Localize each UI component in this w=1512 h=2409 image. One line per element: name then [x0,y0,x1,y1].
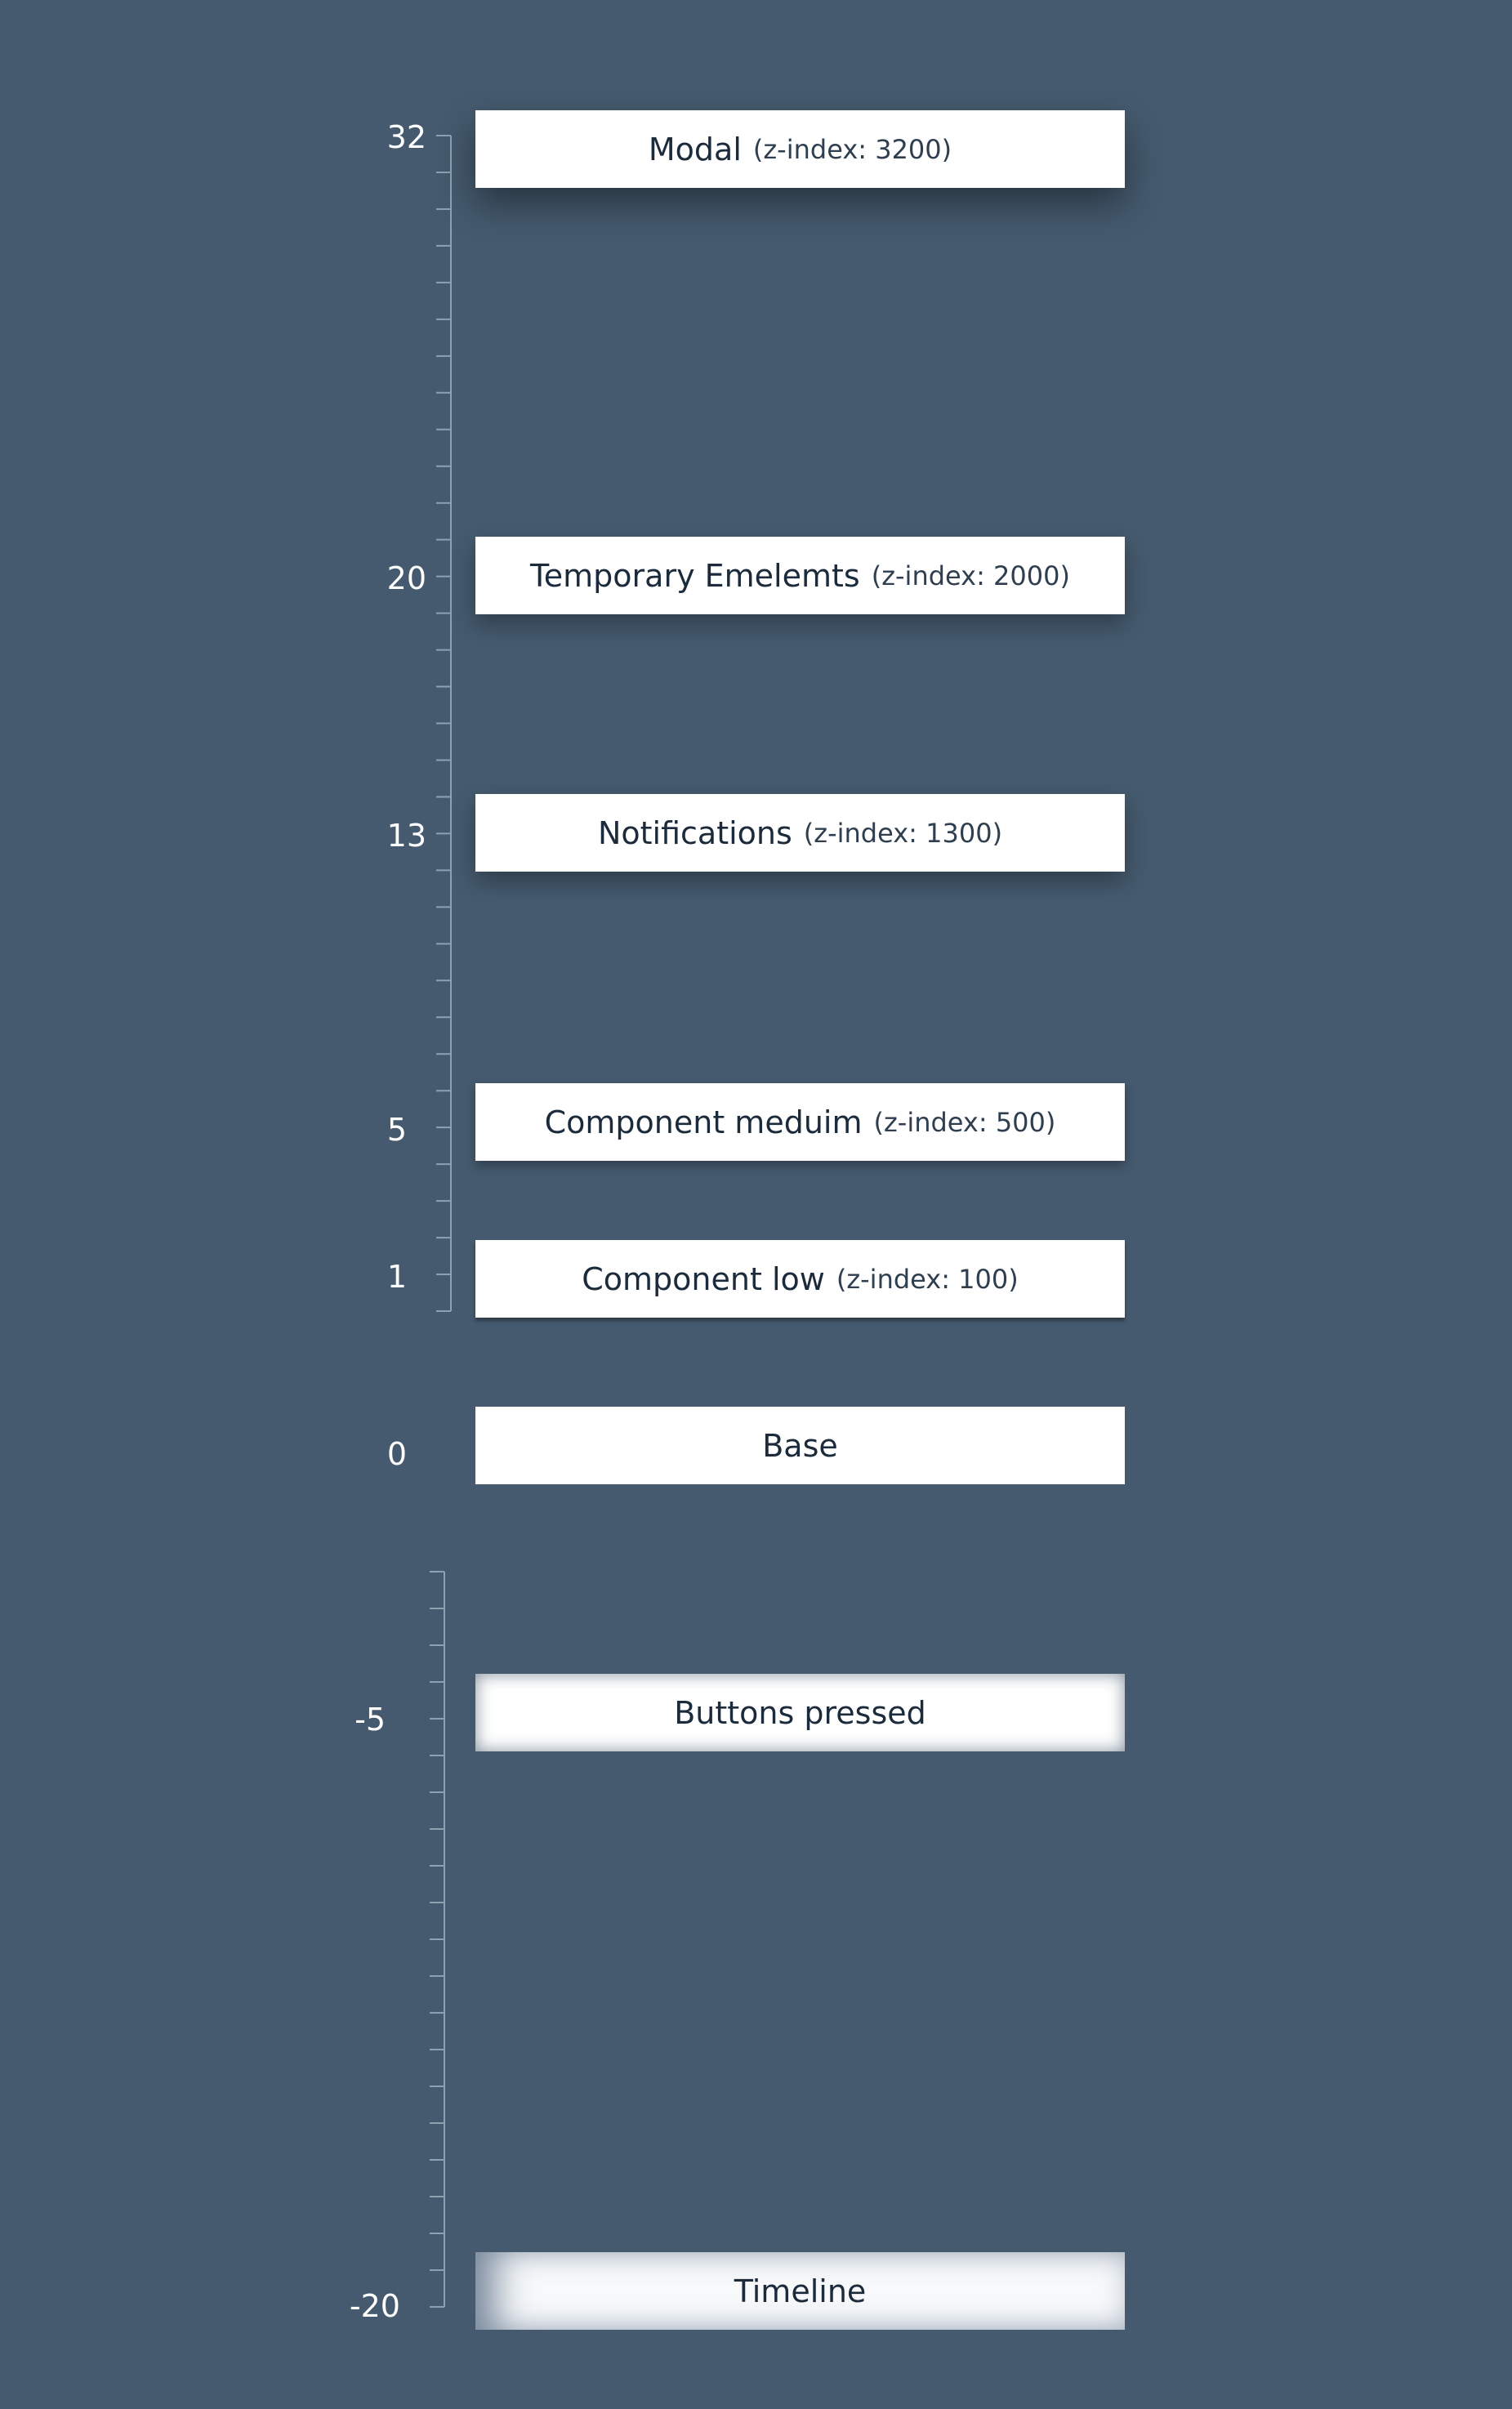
layer-title: Base [762,1427,838,1464]
scale-label-1: 1 [387,1259,407,1295]
scale-label-13: 13 [387,818,426,854]
layer-card-modal: Modal (z-index: 3200) [475,110,1125,188]
scale-label-0: 0 [387,1436,407,1472]
layer-card-component-medium: Component meduim (z-index: 500) [475,1083,1125,1161]
layer-z-index: (z-index: 500) [873,1106,1056,1138]
layer-title: Temporary Emelemts [530,557,860,594]
layer-z-index: (z-index: 3200) [752,133,952,165]
scale-label-minus-5: -5 [355,1702,386,1738]
layer-card-base: Base [475,1407,1125,1484]
layer-z-index: (z-index: 1300) [803,817,1003,849]
scale-label-5: 5 [387,1112,407,1148]
ruler-positive [436,135,452,1312]
layer-title: Modal [648,131,742,167]
ruler-negative [430,1571,445,2308]
layer-card-temporary-elements: Temporary Emelemts (z-index: 2000) [475,537,1125,614]
layer-title: Component meduim [544,1104,863,1140]
layer-title: Component low [582,1260,825,1297]
layer-card-timeline: Timeline [475,2252,1125,2330]
layer-z-index: (z-index: 2000) [871,560,1070,591]
scale-label-32: 32 [387,119,426,155]
layer-title: Notifications [597,814,792,851]
layer-card-notifications: Notifications (z-index: 1300) [475,794,1125,872]
layer-card-buttons-pressed: Buttons pressed [475,1674,1125,1751]
layer-z-index: (z-index: 100) [836,1263,1019,1295]
scale-label-minus-20: -20 [350,2288,400,2324]
layer-card-component-low: Component low (z-index: 100) [475,1240,1125,1318]
scale-label-20: 20 [387,560,426,596]
layer-title: Buttons pressed [674,1694,926,1731]
layer-title: Timeline [734,2273,867,2309]
